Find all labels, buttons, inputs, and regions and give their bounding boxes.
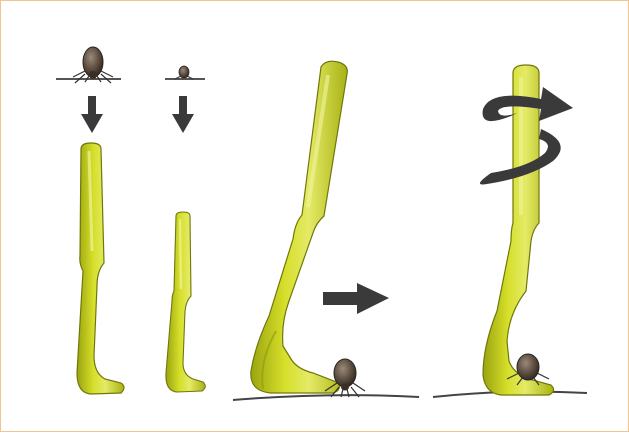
- tick-icon: [175, 66, 193, 79]
- panel-slide-hook-under-tick: [233, 61, 419, 400]
- tick-icon: [73, 47, 113, 83]
- hook-large: [77, 143, 124, 394]
- arrow-right-icon: [323, 283, 389, 314]
- arrow-down-icon: [81, 96, 103, 133]
- hook-small: [166, 212, 205, 392]
- panel-small-tick-small-hook: [165, 66, 205, 392]
- panel-large-tick-large-hook: [56, 47, 124, 394]
- panel-twist-hook: [433, 65, 587, 397]
- skin-line: [233, 395, 419, 400]
- arrow-down-icon: [172, 96, 194, 133]
- hook-angled: [251, 61, 347, 393]
